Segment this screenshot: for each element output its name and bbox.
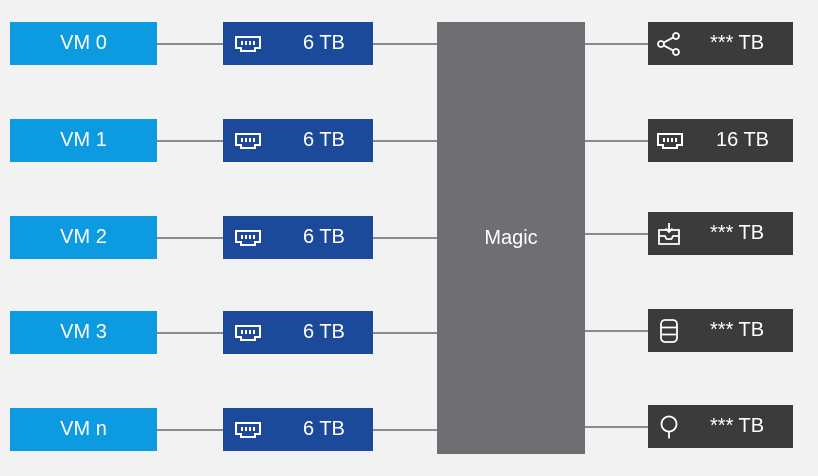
vm-label: VM 3	[60, 321, 107, 343]
vm-label: VM 0	[60, 32, 107, 54]
memory-label: 6 TB	[303, 129, 345, 151]
memory-label: 6 TB	[303, 32, 345, 54]
memory-icon	[234, 228, 262, 248]
storage-label: *** TB	[710, 222, 765, 244]
storage-label: *** TB	[710, 32, 765, 54]
share-icon	[656, 31, 682, 57]
database-icon	[656, 318, 682, 344]
memory-icon	[656, 131, 684, 151]
vm-box: VM 2	[10, 216, 157, 259]
vm-label: VM 2	[60, 226, 107, 248]
storage-box: 16 TB	[648, 119, 793, 162]
inbox-download-icon	[656, 221, 682, 247]
vm-label: VM 1	[60, 129, 107, 151]
memory-box: 6 TB	[223, 216, 373, 259]
memory-label: 6 TB	[303, 418, 345, 440]
memory-icon	[234, 34, 262, 54]
magic-label: Magic	[484, 226, 538, 249]
memory-box: 6 TB	[223, 311, 373, 354]
vm-label: VM n	[60, 418, 107, 440]
vm-box: VM 1	[10, 119, 157, 162]
storage-box: *** TB	[648, 22, 793, 65]
memory-label: 6 TB	[303, 321, 345, 343]
memory-icon	[234, 131, 262, 151]
memory-box: 6 TB	[223, 119, 373, 162]
storage-box: *** TB	[648, 309, 793, 352]
memory-box: 6 TB	[223, 408, 373, 451]
storage-label: 16 TB	[716, 129, 769, 151]
storage-box: *** TB	[648, 212, 793, 255]
location-pin-icon	[656, 414, 682, 440]
vm-box: VM 0	[10, 22, 157, 65]
storage-label: *** TB	[710, 319, 765, 341]
magic-block: Magic	[437, 22, 585, 454]
memory-label: 6 TB	[303, 226, 345, 248]
memory-box: 6 TB	[223, 22, 373, 65]
memory-icon	[234, 420, 262, 440]
storage-box: *** TB	[648, 405, 793, 448]
memory-icon	[234, 323, 262, 343]
storage-label: *** TB	[710, 415, 765, 437]
vm-box: VM 3	[10, 311, 157, 354]
vm-box: VM n	[10, 408, 157, 451]
